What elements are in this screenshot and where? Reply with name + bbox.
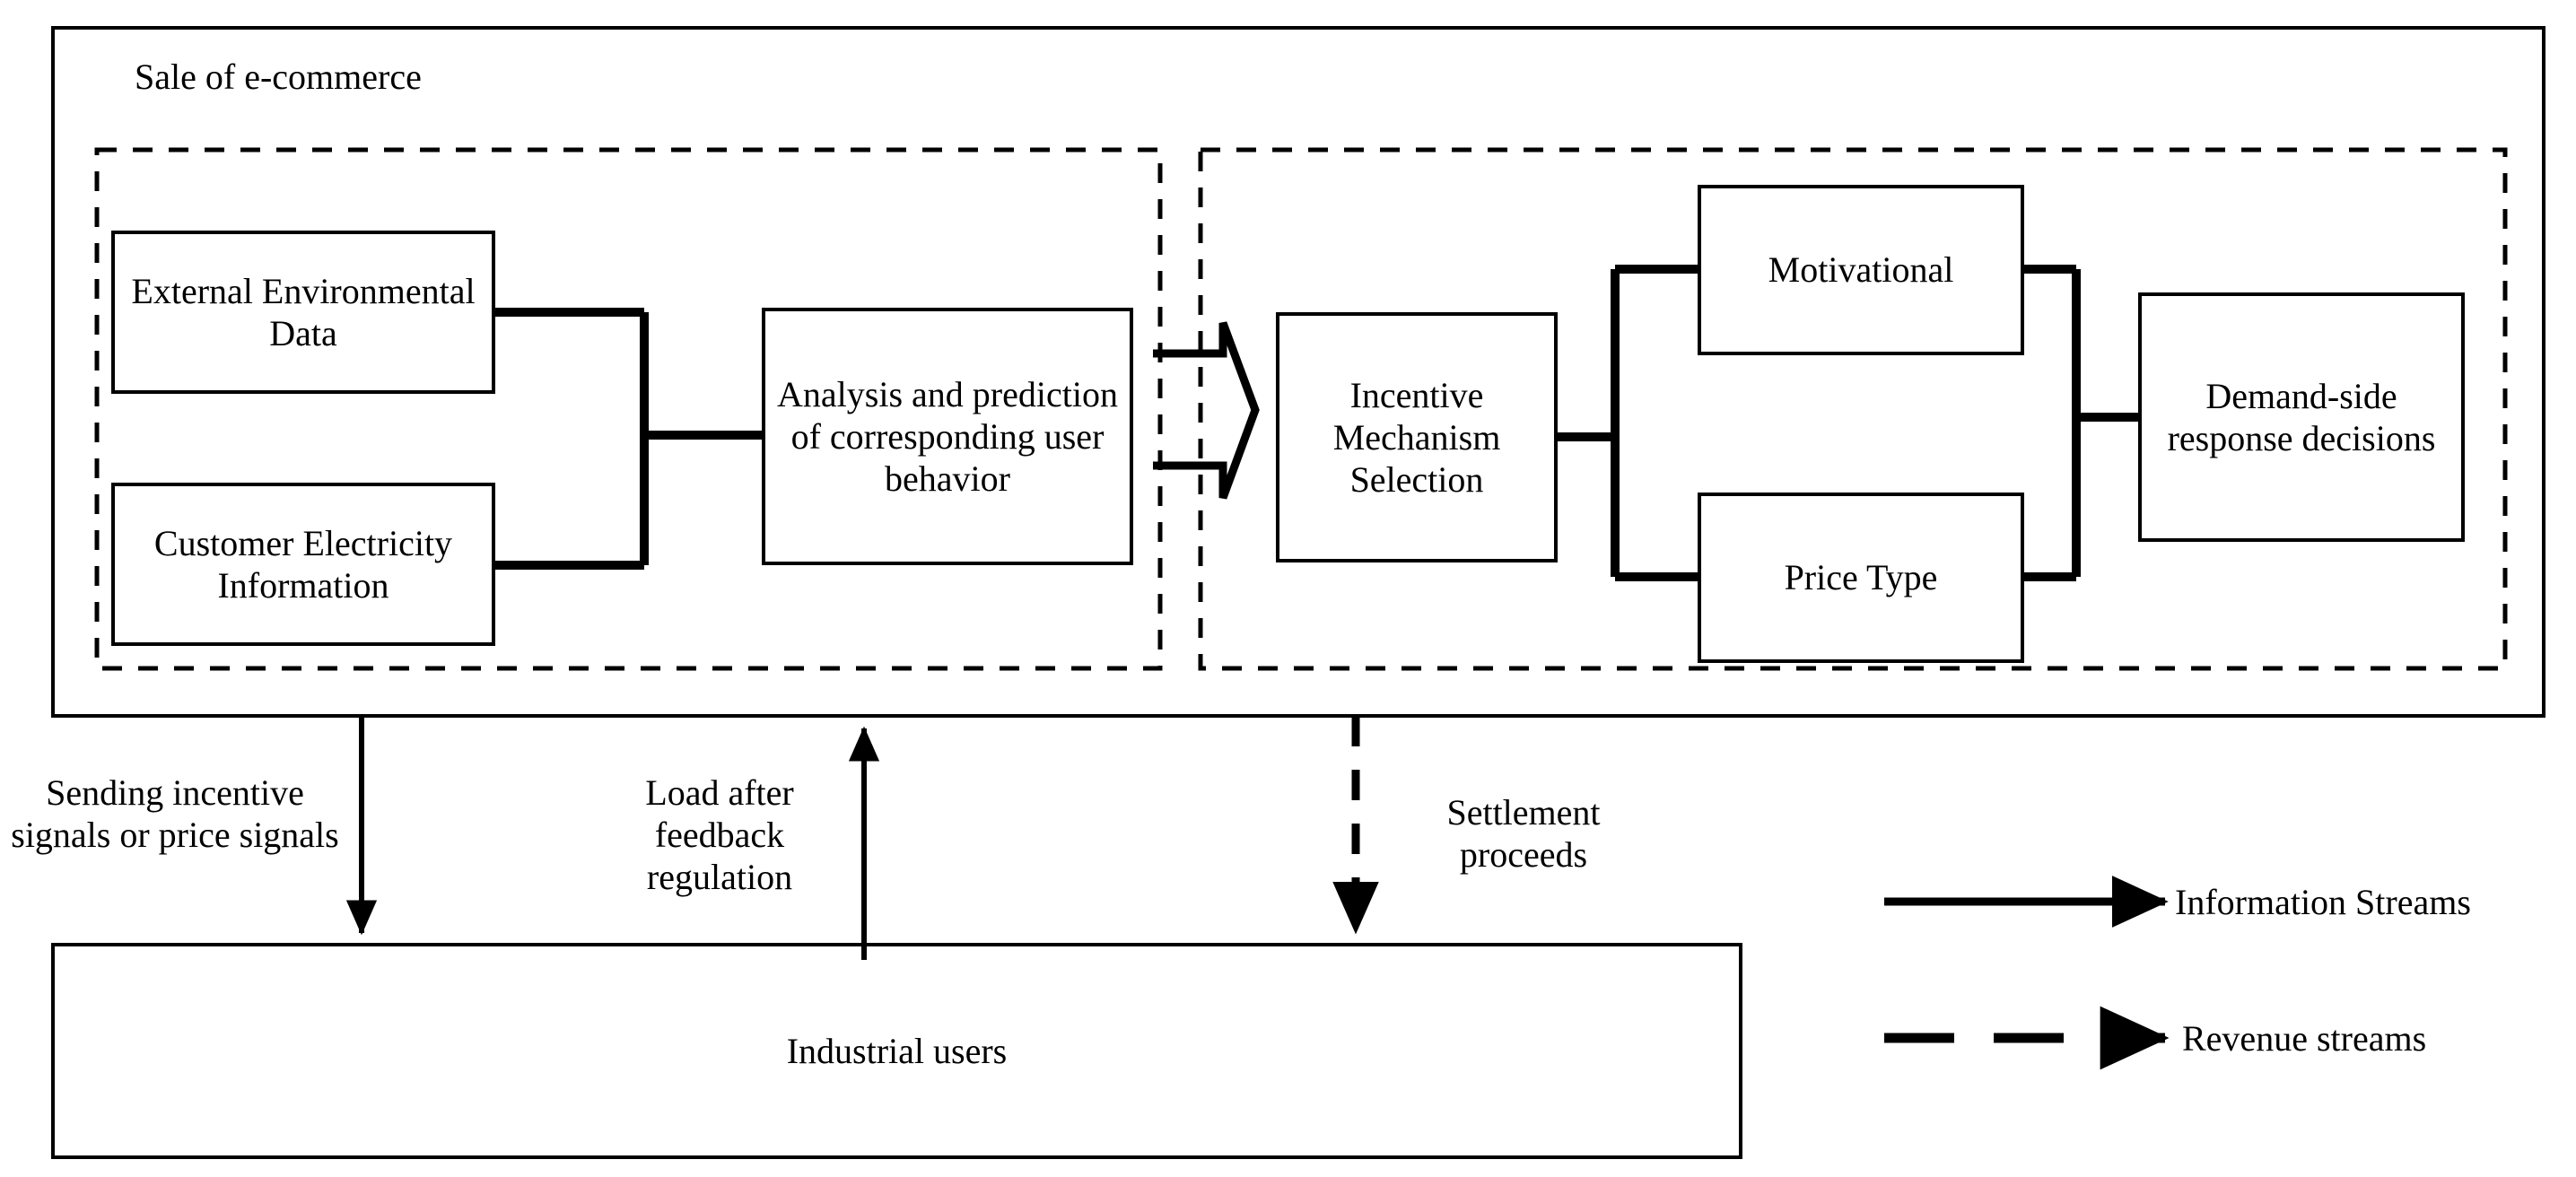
mechanism-merge-connector — [2022, 265, 2140, 581]
settlement-proceeds-label: Settlement proceeds — [1446, 792, 1601, 876]
incentive-mechanism-selection-label: Incentive Mechanism Selection — [1332, 374, 1501, 501]
incentive-group-border — [1198, 147, 2508, 671]
outer-container-title: Sale of e-commerce — [135, 57, 422, 97]
price-type-label: Price Type — [1784, 557, 1938, 598]
analysis-prediction-label: Analysis and prediction of corresponding… — [777, 373, 1118, 500]
information-streams-legend-label: Information Streams — [2175, 882, 2471, 922]
demand-side-response-decisions-box — [2138, 292, 2465, 542]
incentive-mechanism-selection-box — [1276, 312, 1558, 562]
sending-incentive-signals-label: Sending incentive signals or price signa… — [11, 772, 339, 856]
process-handoff-block-arrow — [1153, 321, 1260, 500]
outer-container-border — [51, 26, 2545, 718]
incentive-split-connector — [1556, 265, 1699, 581]
load-after-feedback-regulation-label: Load after feedback regulation — [645, 772, 794, 898]
left-merge-connector — [493, 308, 764, 570]
revenue-streams-legend-label: Revenue streams — [2182, 1018, 2427, 1059]
customer-electricity-information-label: Customer Electricity Information — [153, 522, 453, 606]
industrial-users-label: Industrial users — [786, 1030, 1008, 1071]
external-environmental-data-label: External Environmental Data — [131, 270, 476, 353]
demand-side-response-decisions-label: Demand-side response decisions — [2167, 375, 2436, 458]
industrial-users-box — [51, 943, 1742, 1159]
motivational-label: Motivational — [1768, 249, 1954, 291]
price-type-box — [1698, 493, 2024, 663]
customer-electricity-information-box — [111, 483, 495, 646]
external-environmental-data-box — [111, 231, 495, 394]
